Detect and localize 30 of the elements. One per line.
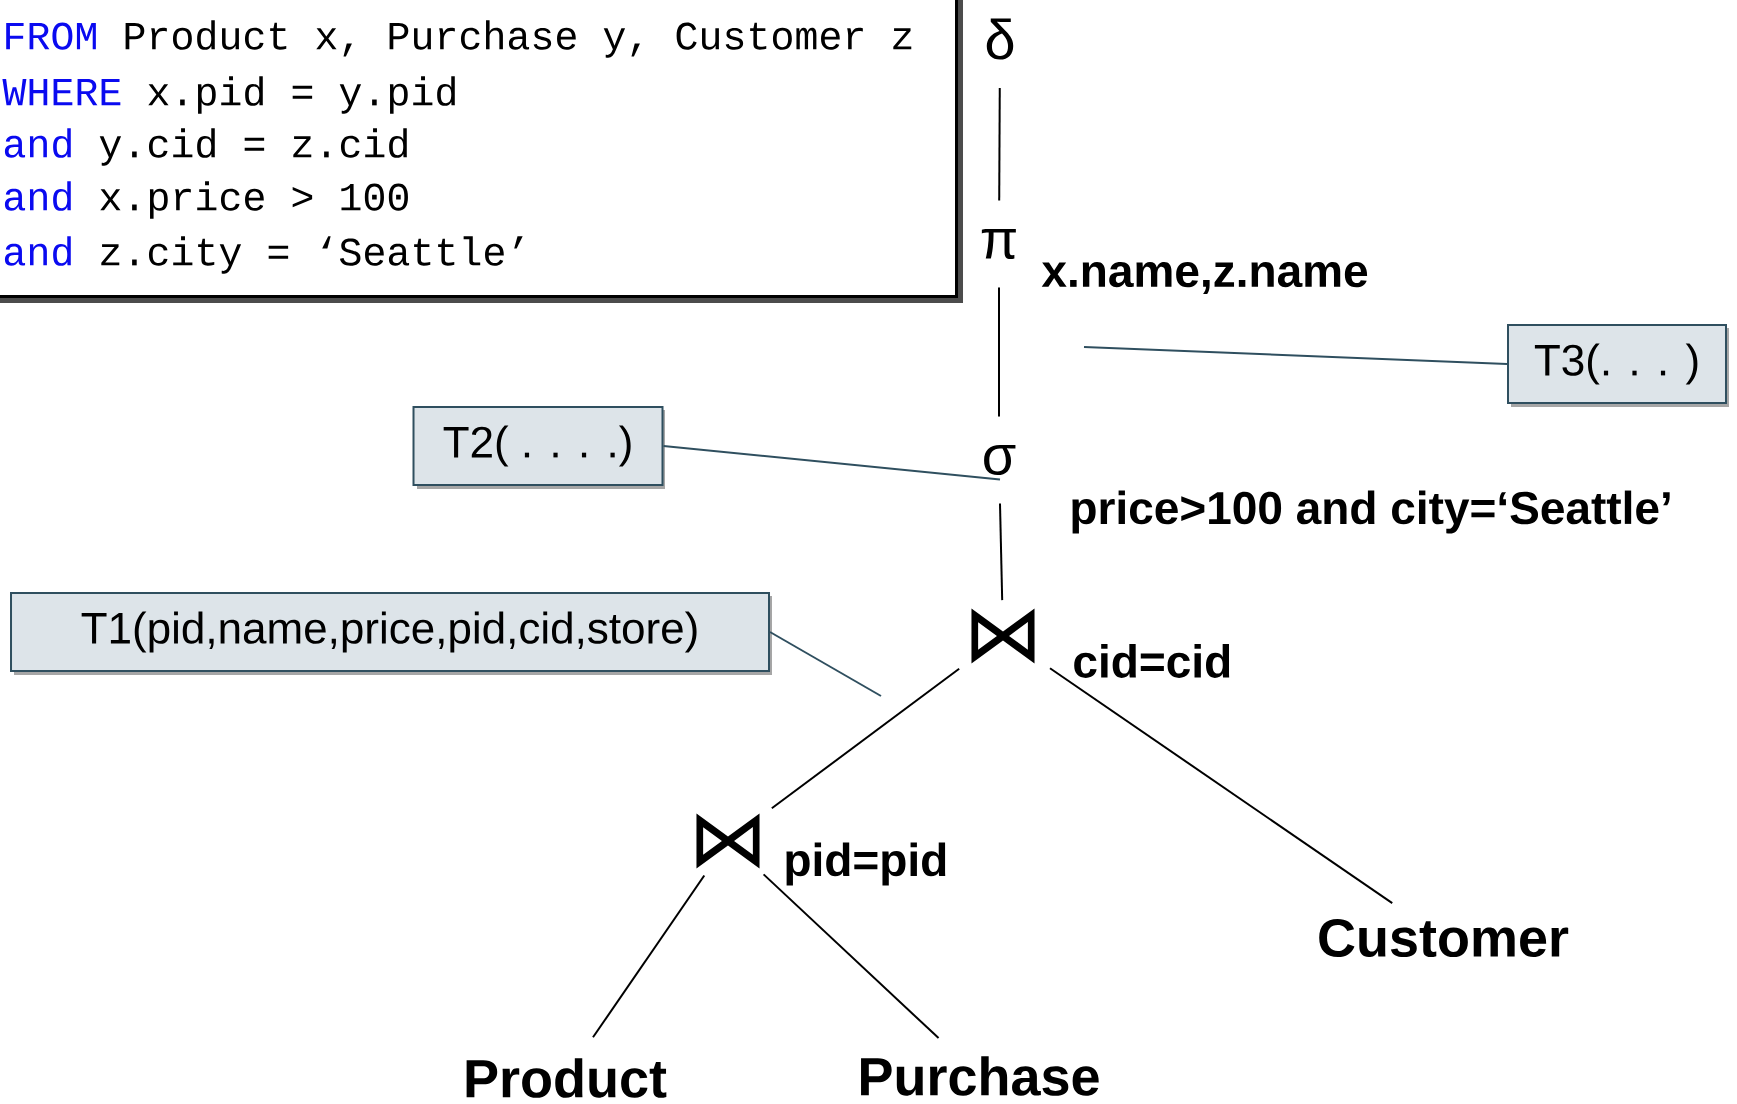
leader-line — [769, 631, 882, 697]
table-box: T2( . . . .) — [412, 406, 665, 489]
table-box: T3(. . . ) — [1507, 324, 1729, 407]
tree-edge — [1049, 667, 1394, 905]
operator-parameter: pid=pid — [786, 842, 946, 886]
leader-line — [662, 445, 1001, 481]
code-line: and x.price > 100 — [4, 181, 408, 219]
relation-name: Customer — [1319, 918, 1569, 958]
tree-edge — [592, 874, 706, 1039]
operator-parameter: price>100 and city=‘Seattle’ — [1072, 490, 1670, 534]
join-symbol: ⋈ — [971, 608, 1035, 664]
table-box: T1(pid,name,price,pid,cid,store) — [10, 592, 772, 675]
relation-name: Purchase — [861, 1056, 1099, 1096]
tree-edge — [770, 667, 961, 810]
code-line: and z.city = ‘Seattle’ — [4, 236, 523, 274]
join-symbol: ⋈ — [696, 813, 760, 869]
tree-edge — [762, 873, 940, 1040]
operator-symbol: σ — [984, 444, 1016, 476]
operator-parameter: cid=cid — [1074, 644, 1230, 678]
code-line: FROM Product x, Purchase y, Customer z — [6, 20, 912, 58]
relation-name: Product — [466, 1058, 667, 1098]
operator-symbol: π — [981, 228, 1016, 260]
code-line: and y.cid = z.cid — [4, 128, 407, 166]
operator-parameter: x.name,z.name — [1041, 262, 1368, 294]
leader-line — [1083, 346, 1508, 365]
tree-edge — [998, 286, 1000, 418]
code-line: WHERE x.pid = y.pid — [2, 76, 455, 114]
tree-edge — [999, 502, 1004, 602]
tree-edge — [998, 86, 1001, 202]
operator-symbol: δ — [986, 18, 1014, 60]
